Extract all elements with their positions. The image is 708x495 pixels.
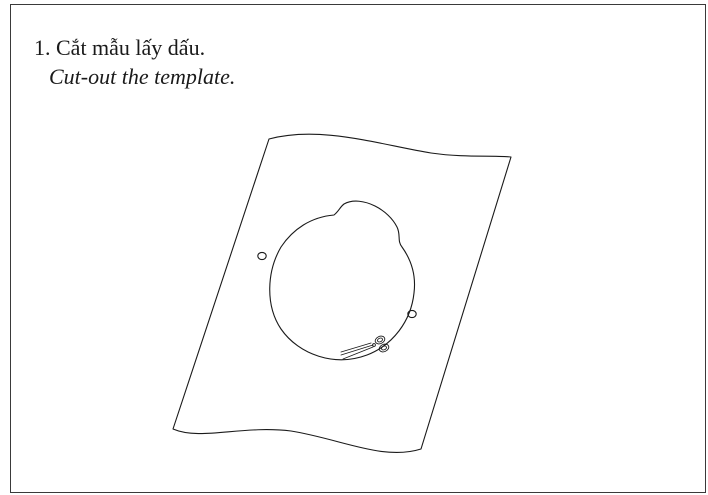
instruction-panel: 1. Cắt mẫu lấy dấu. Cut-out the template… — [10, 4, 706, 493]
template-illustration — [11, 5, 707, 494]
template-sheet — [173, 134, 511, 452]
